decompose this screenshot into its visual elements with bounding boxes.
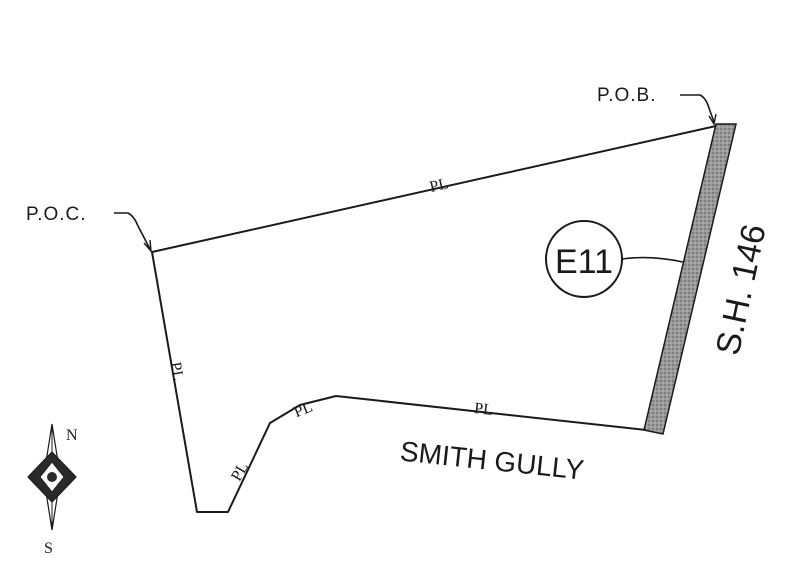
easement-strip (643, 123, 737, 435)
north-arrow: N S (27, 423, 78, 557)
pob-arrowhead (708, 113, 717, 126)
easement-callout-label: E11 (555, 243, 613, 281)
property-line-mark-low: PL (228, 459, 252, 484)
highway-label: S.H. 146 (709, 221, 774, 358)
compass-north-label: N (66, 427, 78, 444)
property-line-mark-bottom: PL (473, 400, 493, 419)
poc-label: P.O.C. (26, 204, 87, 225)
property-boundary (151, 125, 717, 513)
property-line-mark-top: PL (428, 175, 450, 196)
poc-arrowhead (143, 239, 152, 254)
pob-leader (680, 94, 715, 123)
pob-label: P.O.B. (597, 85, 657, 106)
property-line-mark-mid: PL (291, 398, 315, 421)
poc-leader (114, 212, 151, 250)
easement-callout-leader (621, 256, 684, 263)
property-line-mark-west: PL (166, 361, 186, 382)
gully-label: SMITH GULLY (399, 435, 586, 485)
compass-south-label: S (44, 540, 53, 557)
